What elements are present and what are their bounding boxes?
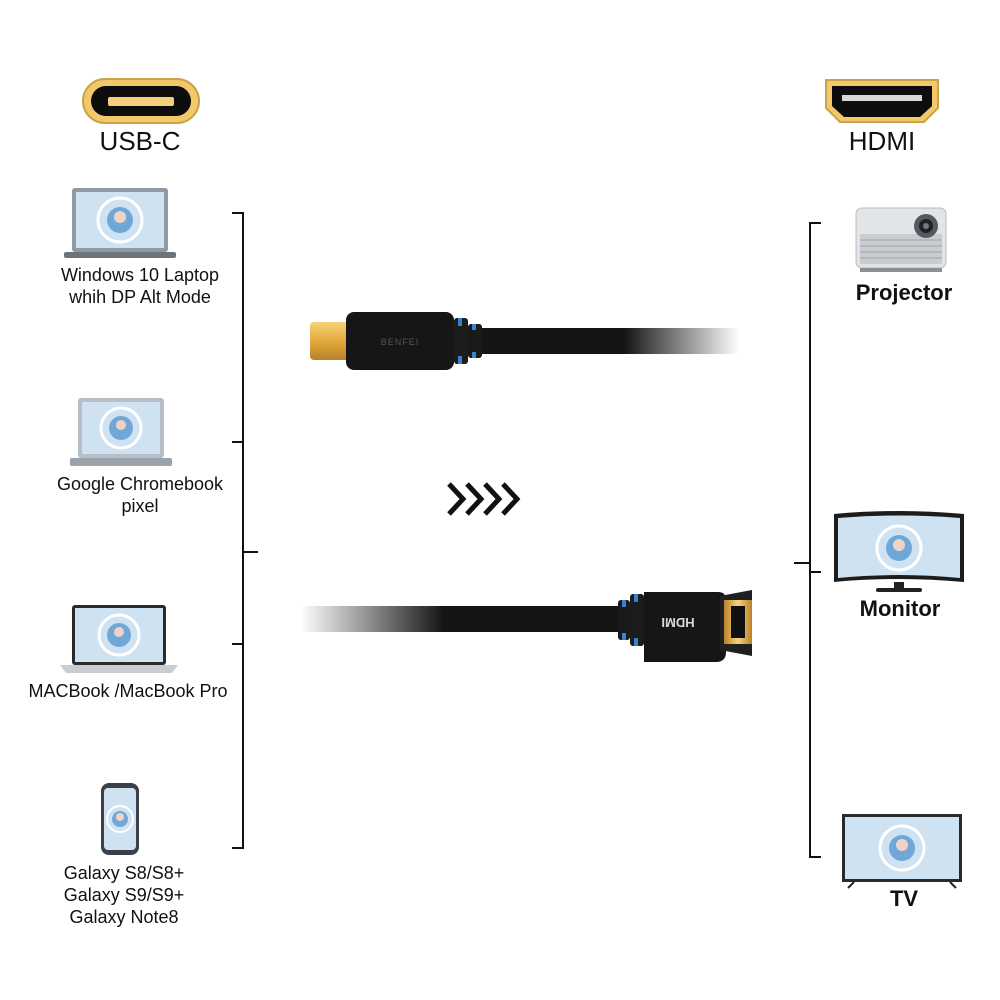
macbook-icon: [60, 605, 178, 673]
projector-icon: [855, 207, 947, 272]
direction-arrows-icon: [447, 482, 521, 516]
hdmi-cable-icon: HDMI: [300, 590, 752, 662]
usb-c-header: USB-C: [99, 126, 181, 156]
usb-c-brand-text: BENFEI: [381, 337, 420, 347]
device-label-macbook: MACBook /MacBook Pro: [28, 681, 228, 701]
hdmi-header: HDMI: [848, 126, 916, 156]
device-label-chromebook: Google Chromebook pixel: [56, 474, 224, 516]
monitor-icon: [834, 511, 964, 592]
phone-icon: [101, 783, 139, 855]
tv-icon: [842, 814, 962, 889]
device-label-galaxy: Galaxy S8/S8+ Galaxy S9/S9+ Galaxy Note8: [63, 863, 185, 927]
device-label-windows-laptop: Windows 10 Laptop whih DP Alt Mode: [60, 265, 220, 307]
usb-c-port-icon: [82, 78, 200, 124]
device-label-tv: TV: [889, 886, 919, 911]
laptop-icon: [64, 188, 176, 258]
usb-c-cable-icon: BENFEI: [310, 312, 740, 370]
hdmi-port-icon: [825, 79, 939, 123]
device-label-monitor: Monitor: [859, 596, 941, 621]
hdmi-connector-text: HDMI: [661, 615, 694, 630]
chromebook-icon: [70, 398, 172, 466]
device-label-projector: Projector: [855, 280, 953, 305]
